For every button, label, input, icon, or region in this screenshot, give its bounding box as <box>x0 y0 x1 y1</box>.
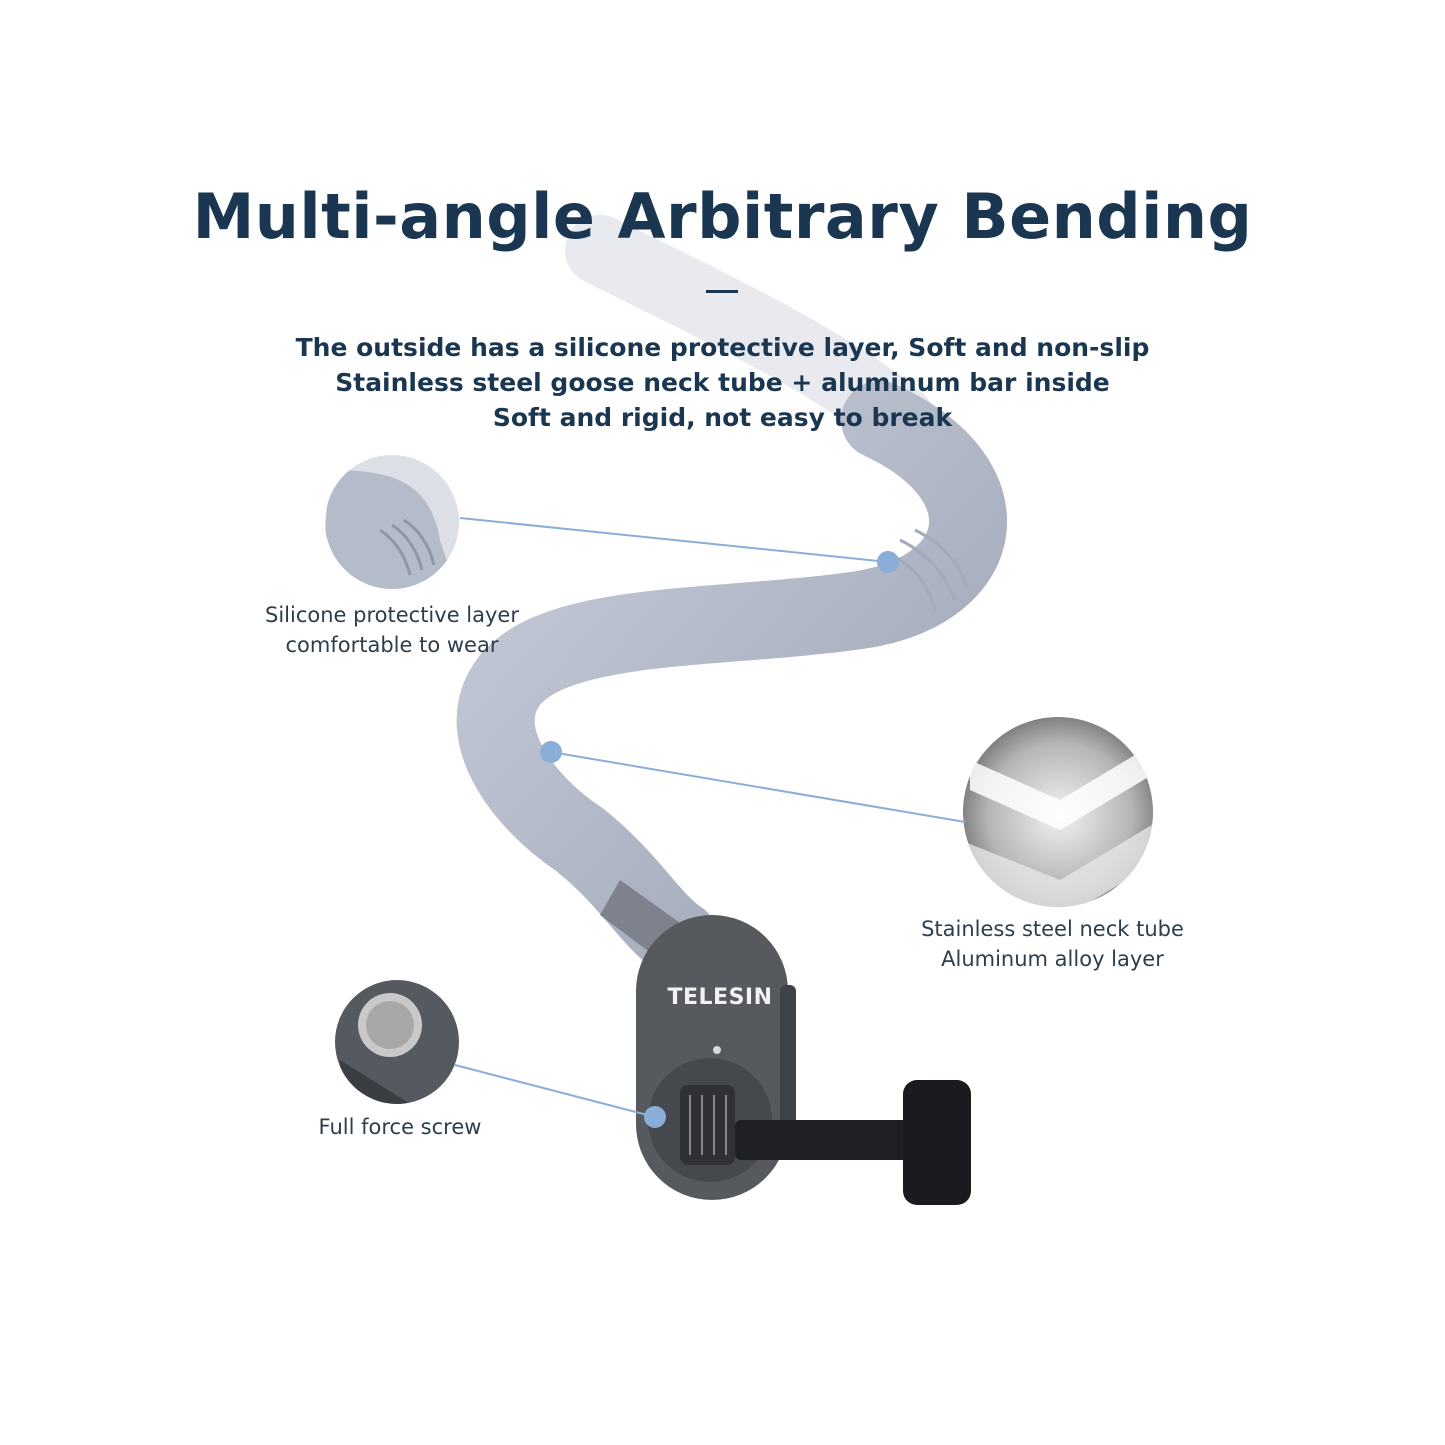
silicone-pointer-dot <box>877 551 899 573</box>
silicone-callout-line-1: Silicone protective layer <box>265 603 519 627</box>
screw-knob <box>903 1080 971 1205</box>
subtitle-line-2: Stainless steel goose neck tube + alumin… <box>335 368 1110 397</box>
silicone-pointer-line <box>459 517 889 563</box>
indicator-dot <box>713 1046 721 1054</box>
screw-shaft <box>735 1120 915 1160</box>
steel-pointer-dot <box>540 741 562 763</box>
steel-callout-line-1: Stainless steel neck tube <box>921 917 1184 941</box>
screw-pointer-line <box>454 1064 656 1118</box>
subtitle-line-3: Soft and rigid, not easy to break <box>492 403 953 432</box>
silicone-detail-circle <box>325 455 459 589</box>
brand-logo: TELESIN <box>667 985 773 1010</box>
gooseneck-tube <box>456 381 1007 979</box>
screw-pointer-dot <box>644 1106 666 1128</box>
steel-callout-line-2: Aluminum alloy layer <box>941 947 1164 971</box>
steel-detail-circle <box>963 717 1153 907</box>
mount-fingers <box>680 1085 735 1165</box>
screw-callout: Full force screw <box>300 1112 500 1142</box>
mount-side <box>780 985 796 1135</box>
steel-callout: Stainless steel neck tube Aluminum alloy… <box>915 914 1190 974</box>
screw-detail-circle <box>335 980 459 1104</box>
screw-callout-line-1: Full force screw <box>318 1115 482 1139</box>
headline-divider <box>706 290 738 293</box>
steel-pointer-line <box>550 751 966 823</box>
subtitle-line-1: The outside has a silicone protective la… <box>295 333 1150 362</box>
silicone-callout: Silicone protective layer comfortable to… <box>262 600 522 660</box>
headline: Multi-angle Arbitrary Bending <box>192 180 1253 253</box>
silicone-callout-line-2: comfortable to wear <box>285 633 499 657</box>
